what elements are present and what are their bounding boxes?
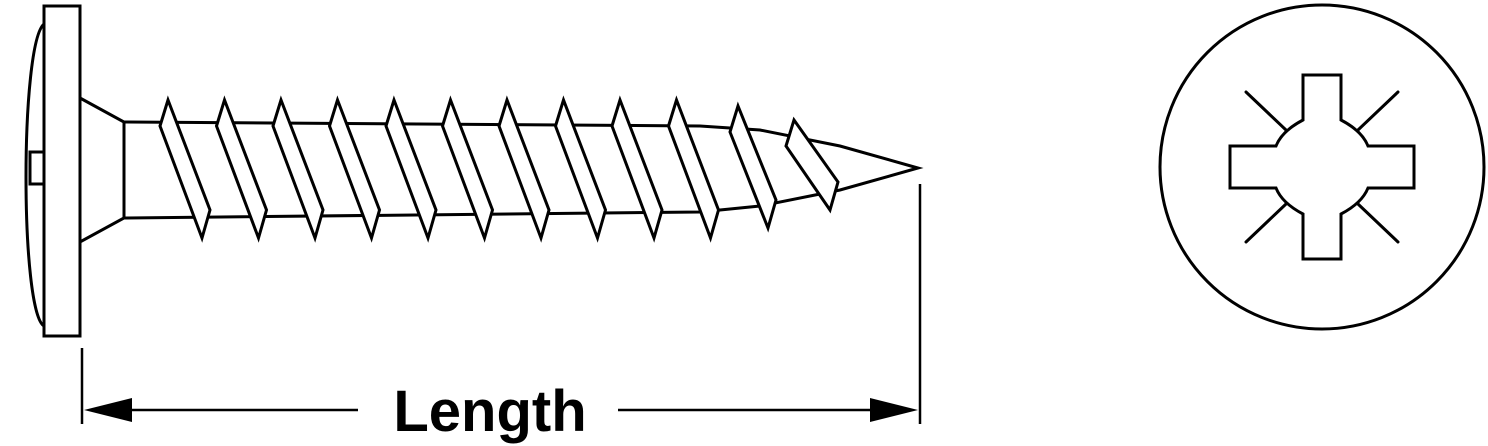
arrowhead-right (870, 398, 918, 422)
length-label: Length (393, 379, 586, 444)
thread-flight (158, 95, 212, 243)
thread-flight (610, 95, 664, 243)
thread-flight (728, 101, 778, 233)
screw-side-view (24, 4, 924, 338)
length-dimension: Length (80, 184, 922, 444)
thread-flight (666, 95, 721, 243)
screw-flange (42, 4, 82, 338)
thread-flight (497, 95, 551, 243)
pozidriv-cross-recess (1228, 73, 1416, 261)
thread-flight (553, 95, 608, 243)
thread-flight (327, 95, 382, 243)
thread-flight (271, 95, 325, 243)
screw-head-dome (24, 20, 46, 329)
thread-flight (384, 95, 438, 243)
thread-flight (214, 95, 269, 243)
head-slot-mark (28, 150, 46, 186)
pozidriv-tick-marks (1244, 90, 1400, 244)
arrowhead-left (84, 398, 132, 422)
thread-flight (440, 95, 495, 243)
screw-head-top-view (1158, 3, 1486, 331)
head-outline-circle (1158, 3, 1486, 331)
screw-neck (78, 95, 126, 245)
thread-flights (158, 95, 840, 243)
thread-flight (784, 116, 840, 214)
